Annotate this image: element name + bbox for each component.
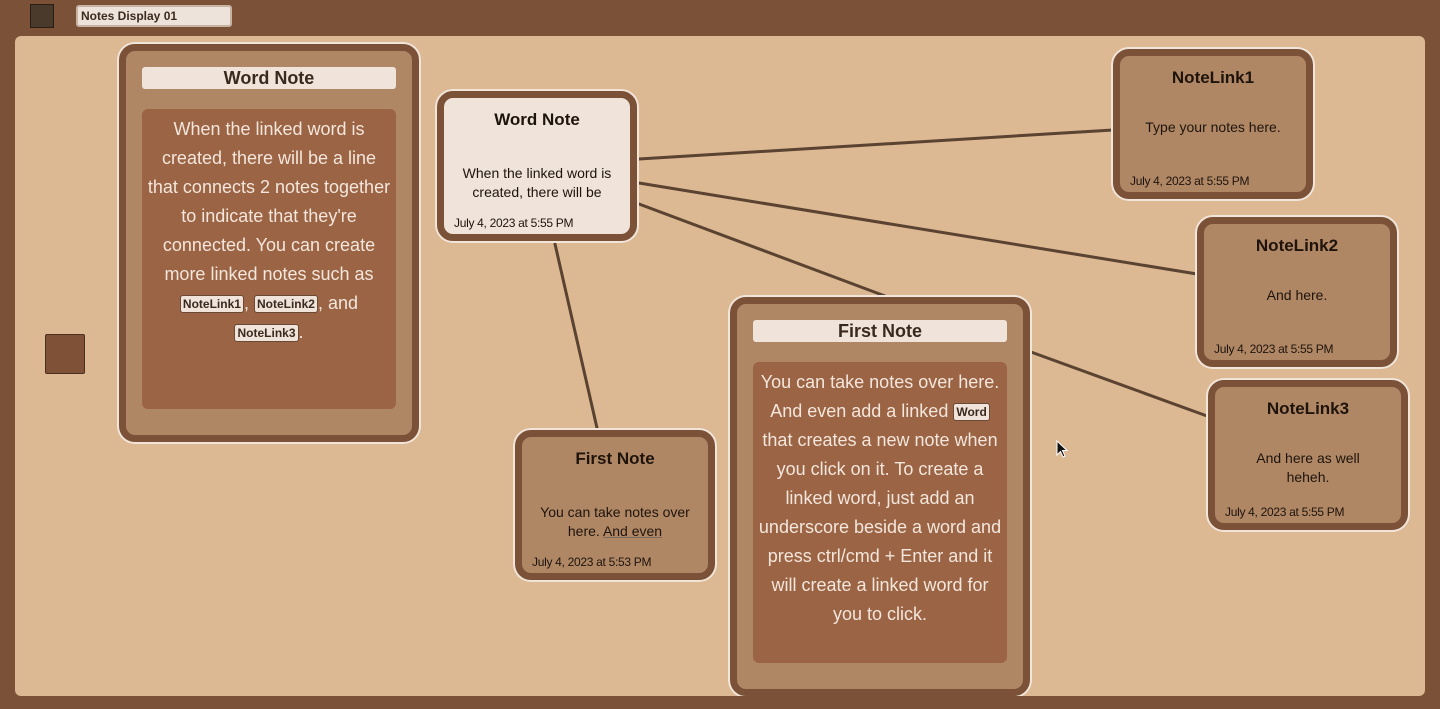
notelink1-title: NoteLink1	[1171, 68, 1255, 87]
expanded-word-note-body[interactable]: When the linked word is created, there w…	[142, 109, 396, 409]
and-text: and	[328, 293, 359, 313]
notelink3-card[interactable]: NoteLink3 And here as well heheh. July 4…	[1208, 380, 1408, 530]
expanded-first-note-text-after: that creates a new note when you click o…	[758, 430, 1002, 624]
word-note-body: When the linked word is created, there w…	[462, 165, 612, 200]
expanded-word-note[interactable]: Word Note When the linked word is create…	[119, 44, 419, 442]
link-line-first-note	[553, 242, 599, 430]
period: .	[298, 322, 304, 342]
first-note-card[interactable]: First Note You can take notes over here.…	[515, 430, 715, 580]
menu-square-button[interactable]	[30, 4, 54, 28]
separator-2: ,	[317, 293, 323, 313]
first-note-body-b: And even	[602, 523, 663, 539]
notes-canvas[interactable]: Word Note When the linked word is create…	[15, 36, 1425, 696]
expanded-word-note-title: Word Note	[142, 67, 396, 89]
expanded-word-note-text: When the linked word is created, there w…	[147, 119, 391, 284]
expanded-first-note[interactable]: First Note You can take notes over here.…	[730, 297, 1030, 696]
notelink2-card[interactable]: NoteLink2 And here. July 4, 2023 at 5:55…	[1197, 217, 1397, 367]
note-links	[553, 128, 1209, 430]
notelink3-title: NoteLink3	[1266, 399, 1350, 418]
word-note-title: Word Note	[494, 110, 580, 129]
word-note-card[interactable]: Word Note When the linked word is create…	[437, 91, 637, 241]
word-note-date: July 4, 2023 at 5:55 PM	[454, 216, 574, 230]
link-line-notelink1	[637, 128, 1115, 161]
notelink2-body: And here.	[1266, 287, 1328, 303]
expanded-first-note-title: First Note	[753, 320, 1007, 342]
notelink3-date: July 4, 2023 at 5:55 PM	[1225, 505, 1345, 519]
display-title-input[interactable]	[76, 5, 232, 27]
linked-word-notelink3[interactable]: NoteLink3	[234, 324, 299, 342]
mouse-cursor-icon	[1056, 440, 1069, 458]
linked-word-notelink1[interactable]: NoteLink1	[179, 295, 244, 313]
notelink3-body: And here as well heheh.	[1256, 450, 1360, 485]
first-note-date: July 4, 2023 at 5:53 PM	[532, 555, 652, 569]
notelink1-body: Type your notes here.	[1145, 119, 1281, 135]
link-line-notelink2	[637, 181, 1199, 276]
first-note-title: First Note	[575, 449, 655, 468]
linked-word-notelink2[interactable]: NoteLink2	[253, 295, 318, 313]
expanded-first-note-text-before: You can take notes over here. And even a…	[760, 372, 1000, 421]
notelink2-date: July 4, 2023 at 5:55 PM	[1214, 342, 1334, 356]
separator-1: ,	[243, 293, 249, 313]
link-line-first-note-large	[637, 202, 887, 298]
notelink2-title: NoteLink2	[1255, 236, 1339, 255]
notelink1-card[interactable]: NoteLink1 Type your notes here. July 4, …	[1113, 49, 1313, 199]
notelink1-date: July 4, 2023 at 5:55 PM	[1130, 174, 1250, 188]
link-line-notelink3	[1029, 350, 1209, 418]
linked-word-word[interactable]: Word	[953, 403, 990, 421]
expanded-first-note-body[interactable]: You can take notes over here. And even a…	[753, 362, 1007, 663]
first-note-body: You can take notes over here. And even	[530, 503, 700, 541]
side-toggle-square[interactable]	[45, 334, 85, 374]
first-note-body-a: You can take notes over here.	[540, 504, 690, 539]
